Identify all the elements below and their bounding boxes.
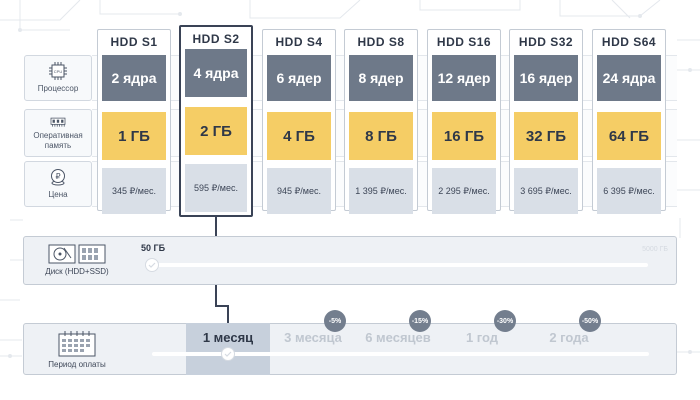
plan-ram: 16 ГБ xyxy=(432,112,496,160)
plan-card-hdd-s16[interactable]: HDD S16 12 ядер 16 ГБ 2 295 ₽/мес. xyxy=(427,29,501,214)
connector-plan-to-disk xyxy=(215,217,217,236)
cpu-chip-icon: CPU xyxy=(49,62,67,80)
discount-badge-6-months: -15% xyxy=(409,310,431,332)
ruble-coin-icon: ₽ xyxy=(51,169,65,186)
disk-label: Диск (HDD+SSD) xyxy=(32,244,122,276)
discount-badge-1-year: -30% xyxy=(494,310,516,332)
period-label: Период оплаты xyxy=(32,331,122,369)
plan-card-hdd-s4[interactable]: HDD S4 6 ядер 4 ГБ 945 ₽/мес. xyxy=(262,29,336,214)
row-label-price: ₽ Цена xyxy=(24,161,92,207)
plan-price: 6 395 ₽/мес. xyxy=(597,168,661,214)
plan-ram: 32 ГБ xyxy=(514,112,578,160)
plan-card-hdd-s64[interactable]: HDD S64 24 ядра 64 ГБ 6 395 ₽/мес. xyxy=(592,29,666,214)
plan-price: 3 695 ₽/мес. xyxy=(514,168,578,214)
disk-slider-track[interactable] xyxy=(153,263,648,267)
plan-cpu-cores: 6 ядер xyxy=(267,55,331,101)
plan-name: HDD S4 xyxy=(275,35,323,49)
disk-panel: Диск (HDD+SSD) xyxy=(23,236,677,285)
calendar-icon xyxy=(58,331,96,357)
row-label-cpu-text: Процессор xyxy=(37,84,79,93)
plan-name: HDD S32 xyxy=(518,35,574,49)
plan-price: 1 395 ₽/мес. xyxy=(349,168,413,214)
plan-name: HDD S1 xyxy=(110,35,158,49)
cpu-icon-text: CPU xyxy=(54,69,63,74)
row-label-ram-text-line1: Оперативная xyxy=(33,131,83,140)
plan-name: HDD S16 xyxy=(436,35,492,49)
plan-name: HDD S2 xyxy=(192,32,240,46)
disk-max-value: 5000 ГБ xyxy=(642,246,668,253)
plan-card-hdd-s1[interactable]: HDD S1 2 ядра 1 ГБ 345 ₽/мес. xyxy=(97,29,171,214)
period-option-1-year[interactable]: 1 год xyxy=(465,330,499,345)
plan-card-hdd-s8[interactable]: HDD S8 8 ядер 8 ГБ 1 395 ₽/мес. xyxy=(344,29,418,214)
plan-card-hdd-s32[interactable]: HDD S32 16 ядер 32 ГБ 3 695 ₽/мес. xyxy=(509,29,583,214)
plan-price: 945 ₽/мес. xyxy=(267,168,331,214)
plan-ram: 8 ГБ xyxy=(349,112,413,160)
disk-drive-icon xyxy=(48,244,106,264)
connector-to-period-selection xyxy=(227,305,229,323)
plan-price: 345 ₽/мес. xyxy=(102,168,166,214)
disk-value: 50 ГБ xyxy=(141,243,166,253)
plan-ram: 1 ГБ xyxy=(102,112,166,160)
connector-elbow xyxy=(215,305,228,307)
ruble-icon-text: ₽ xyxy=(55,172,60,181)
row-label-cpu: CPU Процессор xyxy=(24,55,92,101)
discount-badge-3-months: -5% xyxy=(324,310,346,332)
plan-cpu-cores: 8 ядер xyxy=(349,55,413,101)
ram-module-icon xyxy=(50,117,66,127)
plan-ram: 4 ГБ xyxy=(267,112,331,160)
plan-price: 595 ₽/мес. xyxy=(185,164,247,212)
period-option-2-years[interactable]: 2 года xyxy=(549,330,589,345)
plan-cpu-cores: 16 ядер xyxy=(514,55,578,101)
period-label-text: Период оплаты xyxy=(48,360,106,369)
check-icon xyxy=(148,262,156,268)
period-option-6-months[interactable]: 6 месяцев xyxy=(365,330,431,345)
plan-price: 2 295 ₽/мес. xyxy=(432,168,496,214)
plan-ram: 2 ГБ xyxy=(185,107,247,155)
period-option-3-months[interactable]: 3 месяца xyxy=(284,330,342,345)
plan-name: HDD S8 xyxy=(357,35,405,49)
period-slider-knob[interactable] xyxy=(221,347,235,361)
plan-cpu-cores: 2 ядра xyxy=(102,55,166,101)
plan-card-hdd-s2[interactable]: HDD S2 4 ядра 2 ГБ 595 ₽/мес. xyxy=(179,25,253,217)
period-panel: Период оплаты xyxy=(23,323,677,375)
plan-cpu-cores: 12 ядер xyxy=(432,55,496,101)
check-icon xyxy=(224,351,232,357)
plan-cpu-cores: 4 ядра xyxy=(185,49,247,97)
disk-slider-knob[interactable] xyxy=(145,258,159,272)
discount-badge-2-years: -50% xyxy=(579,310,601,332)
row-label-ram-text-line2: память xyxy=(44,141,72,150)
plan-name: HDD S64 xyxy=(601,35,657,49)
row-label-price-text: Цена xyxy=(48,190,68,199)
plan-cpu-cores: 24 ядра xyxy=(597,55,661,101)
row-label-ram: Оперативная память xyxy=(24,109,92,157)
period-slider-track[interactable] xyxy=(152,352,649,356)
plan-ram: 64 ГБ xyxy=(597,112,661,160)
period-option-1-month[interactable]: 1 месяц xyxy=(202,330,254,345)
connector-disk-to-period xyxy=(215,285,217,307)
disk-label-text: Диск (HDD+SSD) xyxy=(45,267,109,276)
